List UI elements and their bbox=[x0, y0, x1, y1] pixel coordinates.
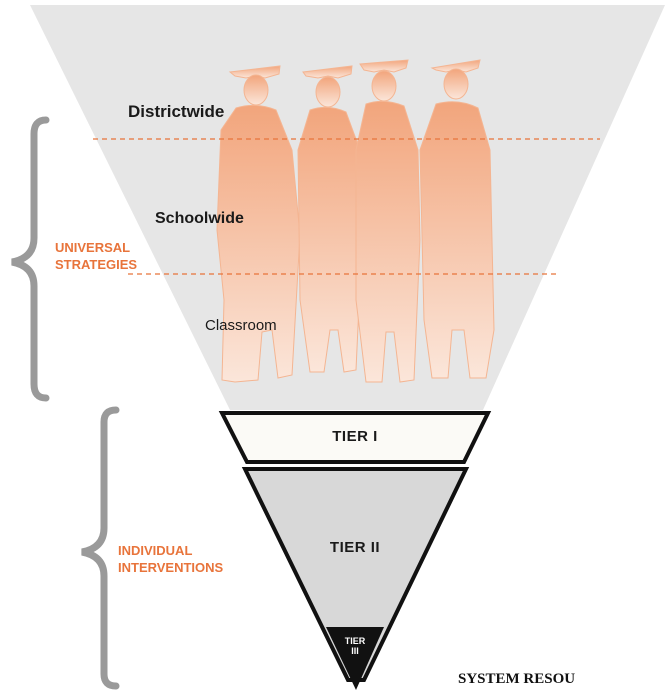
tier1-label: TIER I bbox=[332, 428, 378, 445]
individual-line2: INTERVENTIONS bbox=[118, 560, 224, 575]
footer-caption: SYSTEM RESOU bbox=[458, 671, 576, 687]
individual-line1: INDIVIDUAL bbox=[118, 543, 193, 558]
brace-icon bbox=[81, 406, 120, 690]
graduate-figures-illustration bbox=[216, 59, 495, 383]
universal-line1: UNIVERSAL bbox=[55, 240, 131, 255]
tier3-line1: TIER bbox=[344, 636, 366, 646]
tier3-label: TIER III bbox=[335, 636, 375, 656]
level-label-schoolwide: Schoolwide bbox=[155, 210, 244, 227]
brace-icon bbox=[11, 116, 50, 402]
tier3-line2: III bbox=[351, 646, 359, 656]
tier2-label: TIER II bbox=[329, 539, 381, 556]
level-label-classroom: Classroom bbox=[205, 317, 277, 334]
individual-interventions-label: INDIVIDUAL INTERVENTIONS bbox=[118, 542, 223, 576]
universal-line2: STRATEGIES bbox=[55, 257, 138, 272]
level-label-districtwide: Districtwide bbox=[128, 102, 225, 121]
tier3-band bbox=[326, 627, 384, 690]
tier2-band bbox=[241, 467, 470, 682]
tier1-band bbox=[218, 411, 492, 464]
universal-strategies-label: UNIVERSAL STRATEGIES bbox=[55, 239, 137, 273]
